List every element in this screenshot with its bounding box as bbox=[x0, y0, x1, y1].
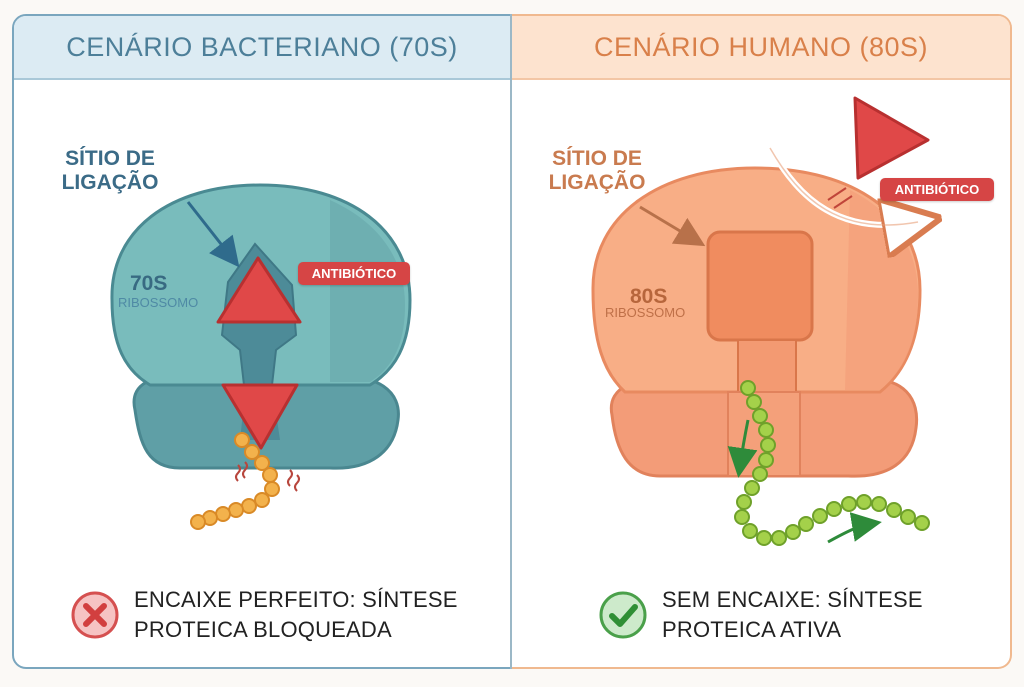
bacterial-panel: CENÁRIO BACTERIANO (70S) bbox=[12, 14, 512, 669]
repelled-antibiotic bbox=[853, 96, 930, 180]
human-site-label-line2: LIGAÇÃO bbox=[548, 171, 646, 195]
panel-divider bbox=[510, 14, 512, 669]
bacterial-site-label: SÍTIO DE LIGAÇÃO bbox=[45, 147, 175, 195]
bacterial-ribosome bbox=[110, 183, 412, 470]
human-result: SEM ENCAIXE: SÍNTESE PROTEICA ATIVA bbox=[598, 585, 923, 644]
x-icon bbox=[71, 591, 119, 639]
check-icon bbox=[599, 591, 647, 639]
human-site-arrow bbox=[639, 205, 706, 247]
peptide-flow-arrow-down bbox=[727, 419, 758, 478]
blocked-peptide-chain bbox=[190, 432, 280, 530]
human-panel-title: CENÁRIO HUMANO (80S) bbox=[512, 16, 1010, 80]
bacterial-site-label-line1: SÍTIO DE bbox=[65, 147, 155, 170]
bacterial-ribosome-number: 70S bbox=[130, 272, 168, 295]
bacterial-result-line1: ENCAIXE PERFEITO: SÍNTESE bbox=[134, 587, 458, 612]
human-result-line2: PROTEICA ATIVA bbox=[662, 616, 842, 642]
human-site-label: SÍTIO DE LIGAÇÃO bbox=[532, 147, 662, 195]
human-ribosome bbox=[591, 166, 922, 478]
bacterial-result-text: ENCAIXE PERFEITO: SÍNTESE PROTEICA BLOQU… bbox=[134, 585, 458, 644]
bacterial-ribosome-name: RIBOSSOMO bbox=[118, 295, 199, 310]
bacterial-result-line2: PROTEICA BLOQUEADA bbox=[134, 616, 392, 642]
human-ribosome-number: 80S bbox=[630, 285, 668, 308]
bacterial-result: ENCAIXE PERFEITO: SÍNTESE PROTEICA BLOQU… bbox=[70, 585, 458, 644]
bacterial-site-arrow bbox=[186, 201, 240, 268]
human-ribosome-name: RIBOSSOMO bbox=[605, 305, 686, 320]
active-peptide-chain bbox=[734, 380, 930, 546]
human-result-text: SEM ENCAIXE: SÍNTESE PROTEICA ATIVA bbox=[662, 585, 923, 644]
impact-marks bbox=[827, 187, 853, 209]
bacterial-site-label-line2: LIGAÇÃO bbox=[61, 171, 159, 195]
vibration-marks bbox=[235, 461, 300, 492]
bacterial-antibiotic-tag: ANTIBIÓTICO bbox=[298, 262, 410, 285]
peptide-flow-arrow-right bbox=[827, 512, 882, 544]
human-site-label-line1: SÍTIO DE bbox=[552, 147, 642, 170]
human-result-line1: SEM ENCAIXE: SÍNTESE bbox=[662, 587, 923, 612]
human-antibiotic-tag: ANTIBIÓTICO bbox=[880, 178, 994, 201]
bacterial-panel-title: CENÁRIO BACTERIANO (70S) bbox=[14, 16, 510, 80]
